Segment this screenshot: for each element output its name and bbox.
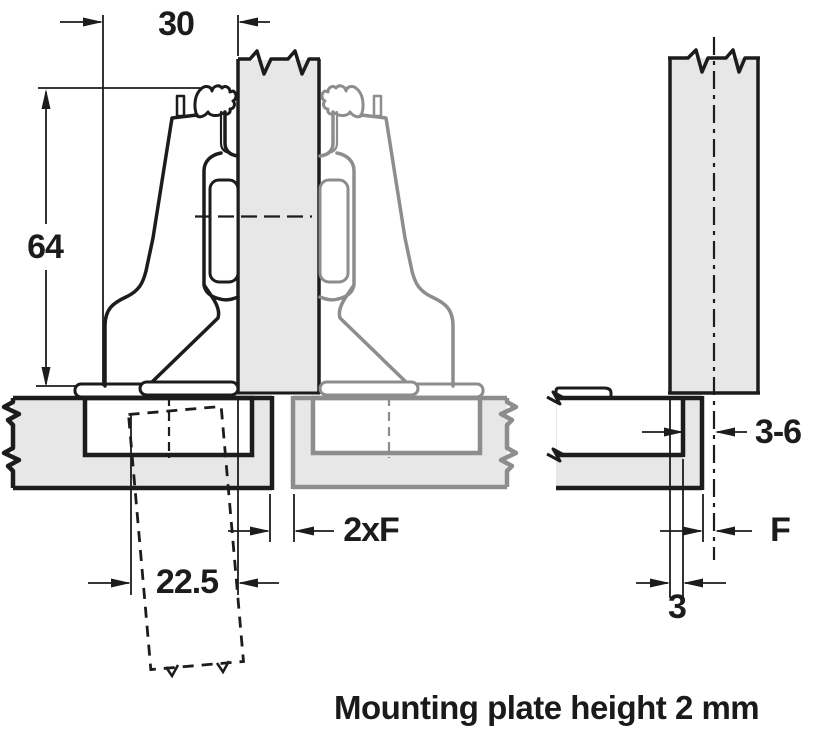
dim-30-lines	[60, 15, 270, 386]
cabinet-panel-side	[546, 386, 705, 491]
left-figure	[1, 15, 519, 679]
drill-pattern-dashed	[127, 404, 245, 679]
panel-break-zigzag	[238, 49, 320, 76]
dim-f-lines	[660, 494, 752, 542]
dim-label-f: F	[770, 511, 791, 549]
dim-22p5-lines	[88, 396, 279, 595]
dim-3-lines	[636, 457, 726, 598]
dim-label-30: 30	[158, 5, 195, 43]
dim-label-22-5: 22.5	[155, 563, 219, 601]
right-figure	[546, 37, 760, 598]
panel-break-zigzag	[498, 398, 519, 487]
mounting-plate-tab	[554, 386, 613, 398]
panel-break-zigzag	[1, 398, 22, 488]
panel-break-zigzag	[668, 48, 760, 74]
panel-break-zigzag	[546, 447, 565, 463]
panel-break-zigzag	[546, 390, 565, 406]
dim-label-3: 3	[668, 588, 687, 626]
drill-direction-arrow	[164, 664, 180, 679]
dim-label-2xf: 2xF	[343, 511, 400, 549]
hinge-front-right	[318, 84, 455, 397]
door-panel-front	[236, 49, 321, 395]
mounting-plate-section-left	[1, 382, 275, 491]
dim-2xf-lines	[228, 494, 334, 542]
mounting-plate-section-right	[290, 382, 519, 490]
hinge-front-left	[103, 84, 240, 397]
dim-label-64: 64	[27, 228, 64, 266]
drill-direction-arrow	[215, 660, 231, 675]
dim-3-6-lines	[642, 427, 747, 437]
dim-64-lines	[41, 89, 51, 387]
diagram-caption: Mounting plate height 2 mm	[334, 689, 760, 726]
dim-label-3-6: 3-6	[754, 413, 802, 451]
